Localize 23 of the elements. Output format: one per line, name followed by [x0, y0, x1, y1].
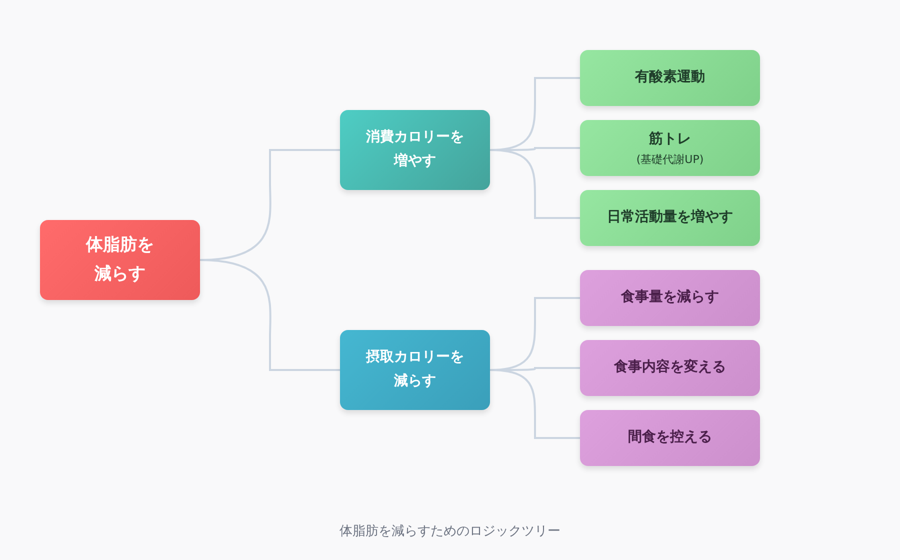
box-label: 食事内容を変える: [614, 358, 726, 378]
connector-line: [490, 369, 580, 439]
box-label: 摂取カロリーを減らす: [364, 348, 465, 391]
branch-box: [340, 330, 490, 410]
leaf-box: [580, 410, 760, 466]
box-label: 日常活動量を増やす: [607, 208, 733, 228]
box-label: 食事量を減らす: [621, 288, 719, 308]
box-subtitle: (基礎代謝UP): [636, 152, 704, 168]
root-box: [40, 220, 200, 300]
box-label: 間食を控える: [628, 428, 712, 448]
leaf-box: [580, 50, 760, 106]
leaf-box: [580, 120, 760, 176]
branch-box: [340, 110, 490, 190]
leaf-box: [580, 190, 760, 246]
box-label: 有酸素運動: [635, 68, 705, 88]
connector-line: [200, 259, 340, 371]
box-label: 筋トレ: [649, 130, 691, 150]
connector-line: [490, 149, 580, 219]
leaf-box: [580, 270, 760, 326]
box-label: 消費カロリーを増やす: [365, 128, 465, 171]
caption: 体脂肪を減らすためのロジックツリー: [340, 524, 560, 539]
leaf-box: [580, 340, 760, 396]
box-label: 体脂肪を減らす: [85, 234, 155, 286]
